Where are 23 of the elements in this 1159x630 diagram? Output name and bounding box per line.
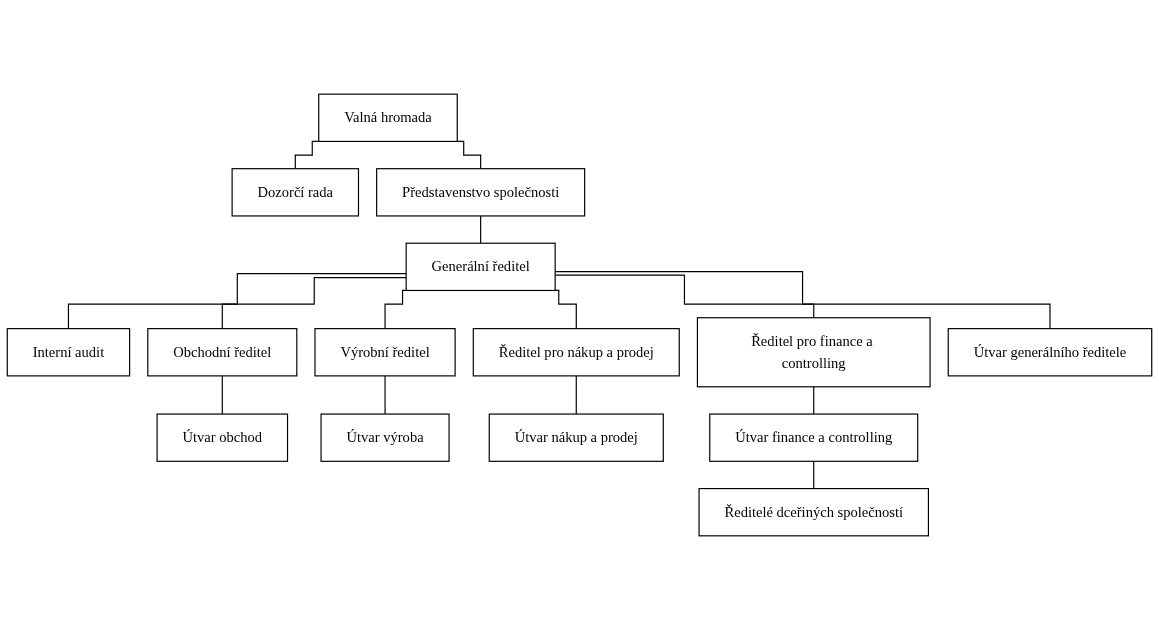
- node-box: [698, 488, 929, 537]
- node-box: [147, 328, 298, 377]
- node-box: [231, 168, 360, 217]
- connector: [480, 215, 482, 244]
- connector: [221, 375, 223, 415]
- node-box: [405, 242, 556, 292]
- connector: [575, 375, 577, 415]
- node-box: [156, 413, 289, 462]
- node-box: [709, 413, 919, 462]
- node-box: [320, 413, 450, 462]
- node-box: [472, 328, 680, 377]
- node-box: [318, 93, 458, 142]
- node-box: [947, 328, 1153, 377]
- node-box: [376, 168, 586, 217]
- node-box: [6, 328, 131, 377]
- node-box: [696, 317, 931, 388]
- node-box: [314, 328, 456, 377]
- connector: [813, 386, 815, 415]
- connector: [67, 273, 407, 330]
- node-box: [488, 413, 664, 462]
- connector: [221, 277, 407, 330]
- connector: [384, 375, 386, 415]
- connector: [813, 460, 815, 490]
